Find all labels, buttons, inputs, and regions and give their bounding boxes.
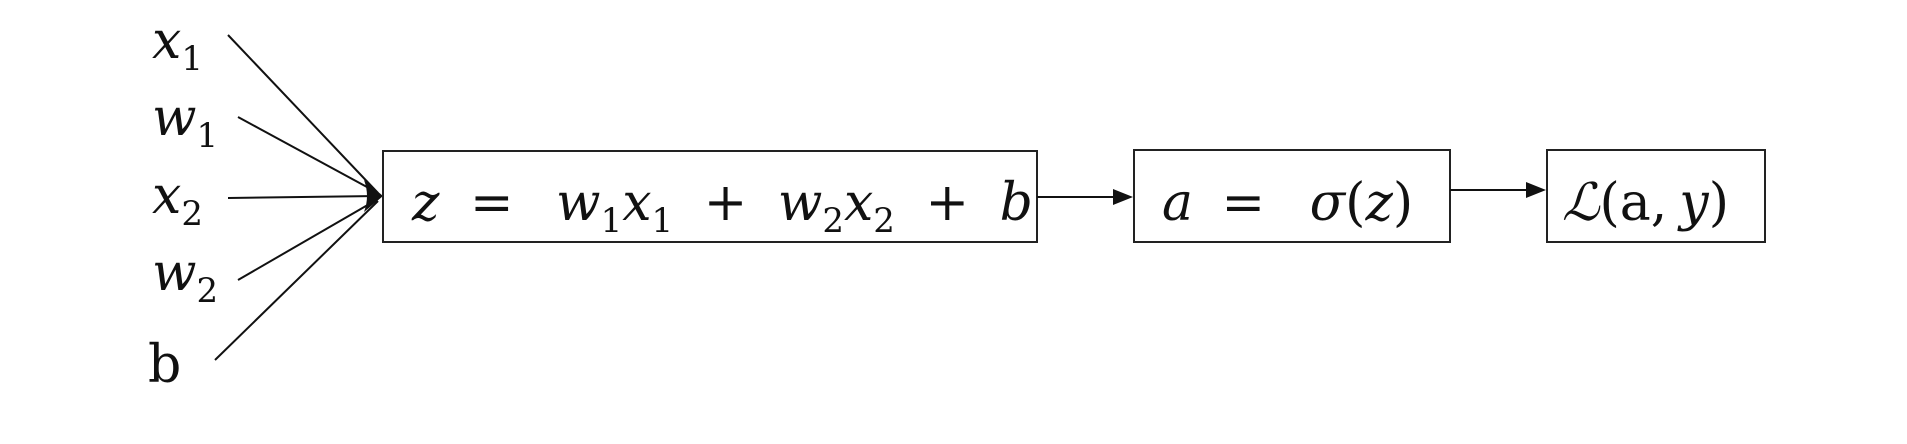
activation-node-formula: a = σ(z) xyxy=(1162,173,1413,233)
edge-b-to-z xyxy=(214,200,379,361)
edge-x2-to-z xyxy=(227,195,379,199)
loss-node-formula: ℒ(a,y) xyxy=(1562,173,1729,233)
edge-w2-to-z xyxy=(237,198,379,281)
input-junction-arrowhead xyxy=(364,180,383,212)
input-x2-label: x2 xyxy=(152,166,203,234)
input-x1-label: x1 xyxy=(152,11,203,79)
edge-z-to-a-arrowhead xyxy=(1113,189,1133,205)
loss-node-box xyxy=(1546,149,1766,243)
activation-node-box xyxy=(1133,149,1451,243)
edge-a-to-loss-arrowhead xyxy=(1526,182,1546,198)
edge-w1-to-z xyxy=(237,116,379,194)
linear-node-formula: z = w1x1 + w2x2 + b xyxy=(411,173,1033,245)
input-w2-label: w2 xyxy=(152,243,218,311)
edge-x1-to-z xyxy=(227,34,379,194)
input-b-label: b xyxy=(148,335,181,395)
input-w1-label: w1 xyxy=(152,88,218,156)
